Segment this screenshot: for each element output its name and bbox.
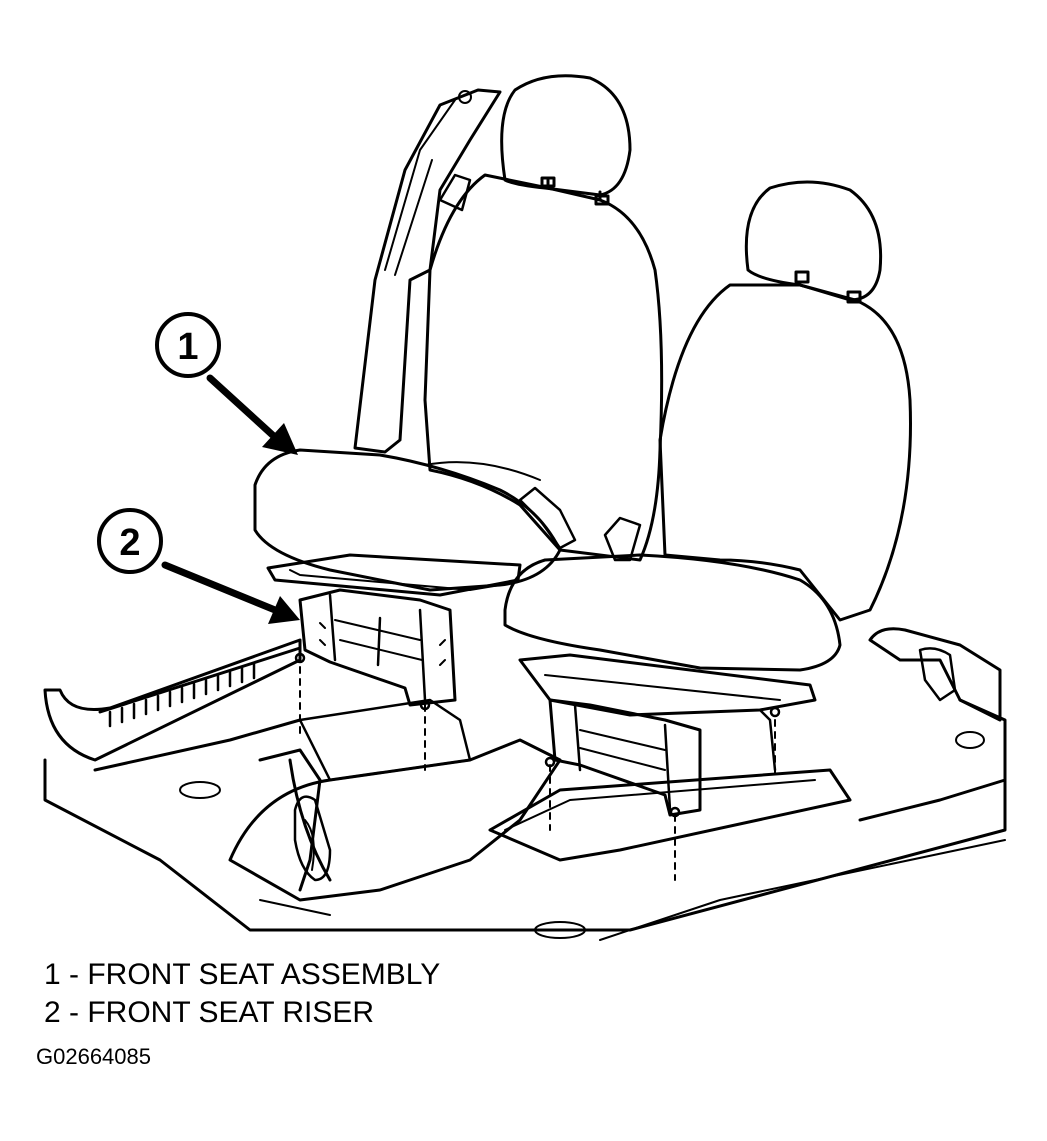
sill-ribs [108, 662, 256, 728]
floor-pan [43, 627, 1007, 941]
passenger-seat-riser [548, 698, 702, 817]
callout-2: 2 [97, 508, 300, 624]
legend-item-1: 1 - FRONT SEAT ASSEMBLY [44, 958, 441, 991]
driver-seat-riser [298, 588, 457, 707]
callout-1-arrow [206, 374, 282, 444]
right-seat-tray [488, 768, 852, 862]
callout-2-number: 2 [119, 522, 140, 564]
mounting-guide-lines [299, 654, 776, 881]
front-seat-illustration: 1 2 [43, 74, 1007, 941]
floor-outline [43, 698, 1007, 932]
driver-seatback [423, 173, 664, 562]
callout-1-number: 1 [177, 326, 198, 368]
callout-1-circle [155, 312, 221, 378]
driver-seat-frame [266, 553, 522, 597]
driver-headrest [500, 74, 632, 197]
passenger-headrest [744, 180, 883, 302]
driver-seat [253, 74, 664, 707]
tunnel-bracket [293, 795, 332, 882]
left-seat-tray [298, 698, 472, 782]
callout-2-circle [97, 508, 163, 574]
callout-1: 1 [155, 312, 298, 455]
left-sill [43, 638, 302, 762]
seatbelt-buckle-right [603, 516, 642, 562]
legend-item-2: 2 - FRONT SEAT RISER [44, 996, 375, 1029]
legend: 1 - FRONT SEAT ASSEMBLY 2 - FRONT SEAT R… [44, 956, 440, 1032]
passenger-seat [503, 180, 912, 817]
mounting-studs [294, 652, 781, 818]
right-floor-bracket [868, 627, 1002, 722]
callout-2-arrow [161, 561, 279, 614]
figure-id: G02664085 [36, 1044, 151, 1069]
passenger-seatback [658, 283, 912, 622]
center-tunnel [228, 738, 562, 902]
seatbelt-d-ring [438, 173, 472, 212]
passenger-cushion [503, 553, 842, 672]
b-pillar [353, 88, 502, 454]
passenger-seat-frame [518, 653, 817, 717]
seatbelt-buckle-left [518, 486, 577, 550]
